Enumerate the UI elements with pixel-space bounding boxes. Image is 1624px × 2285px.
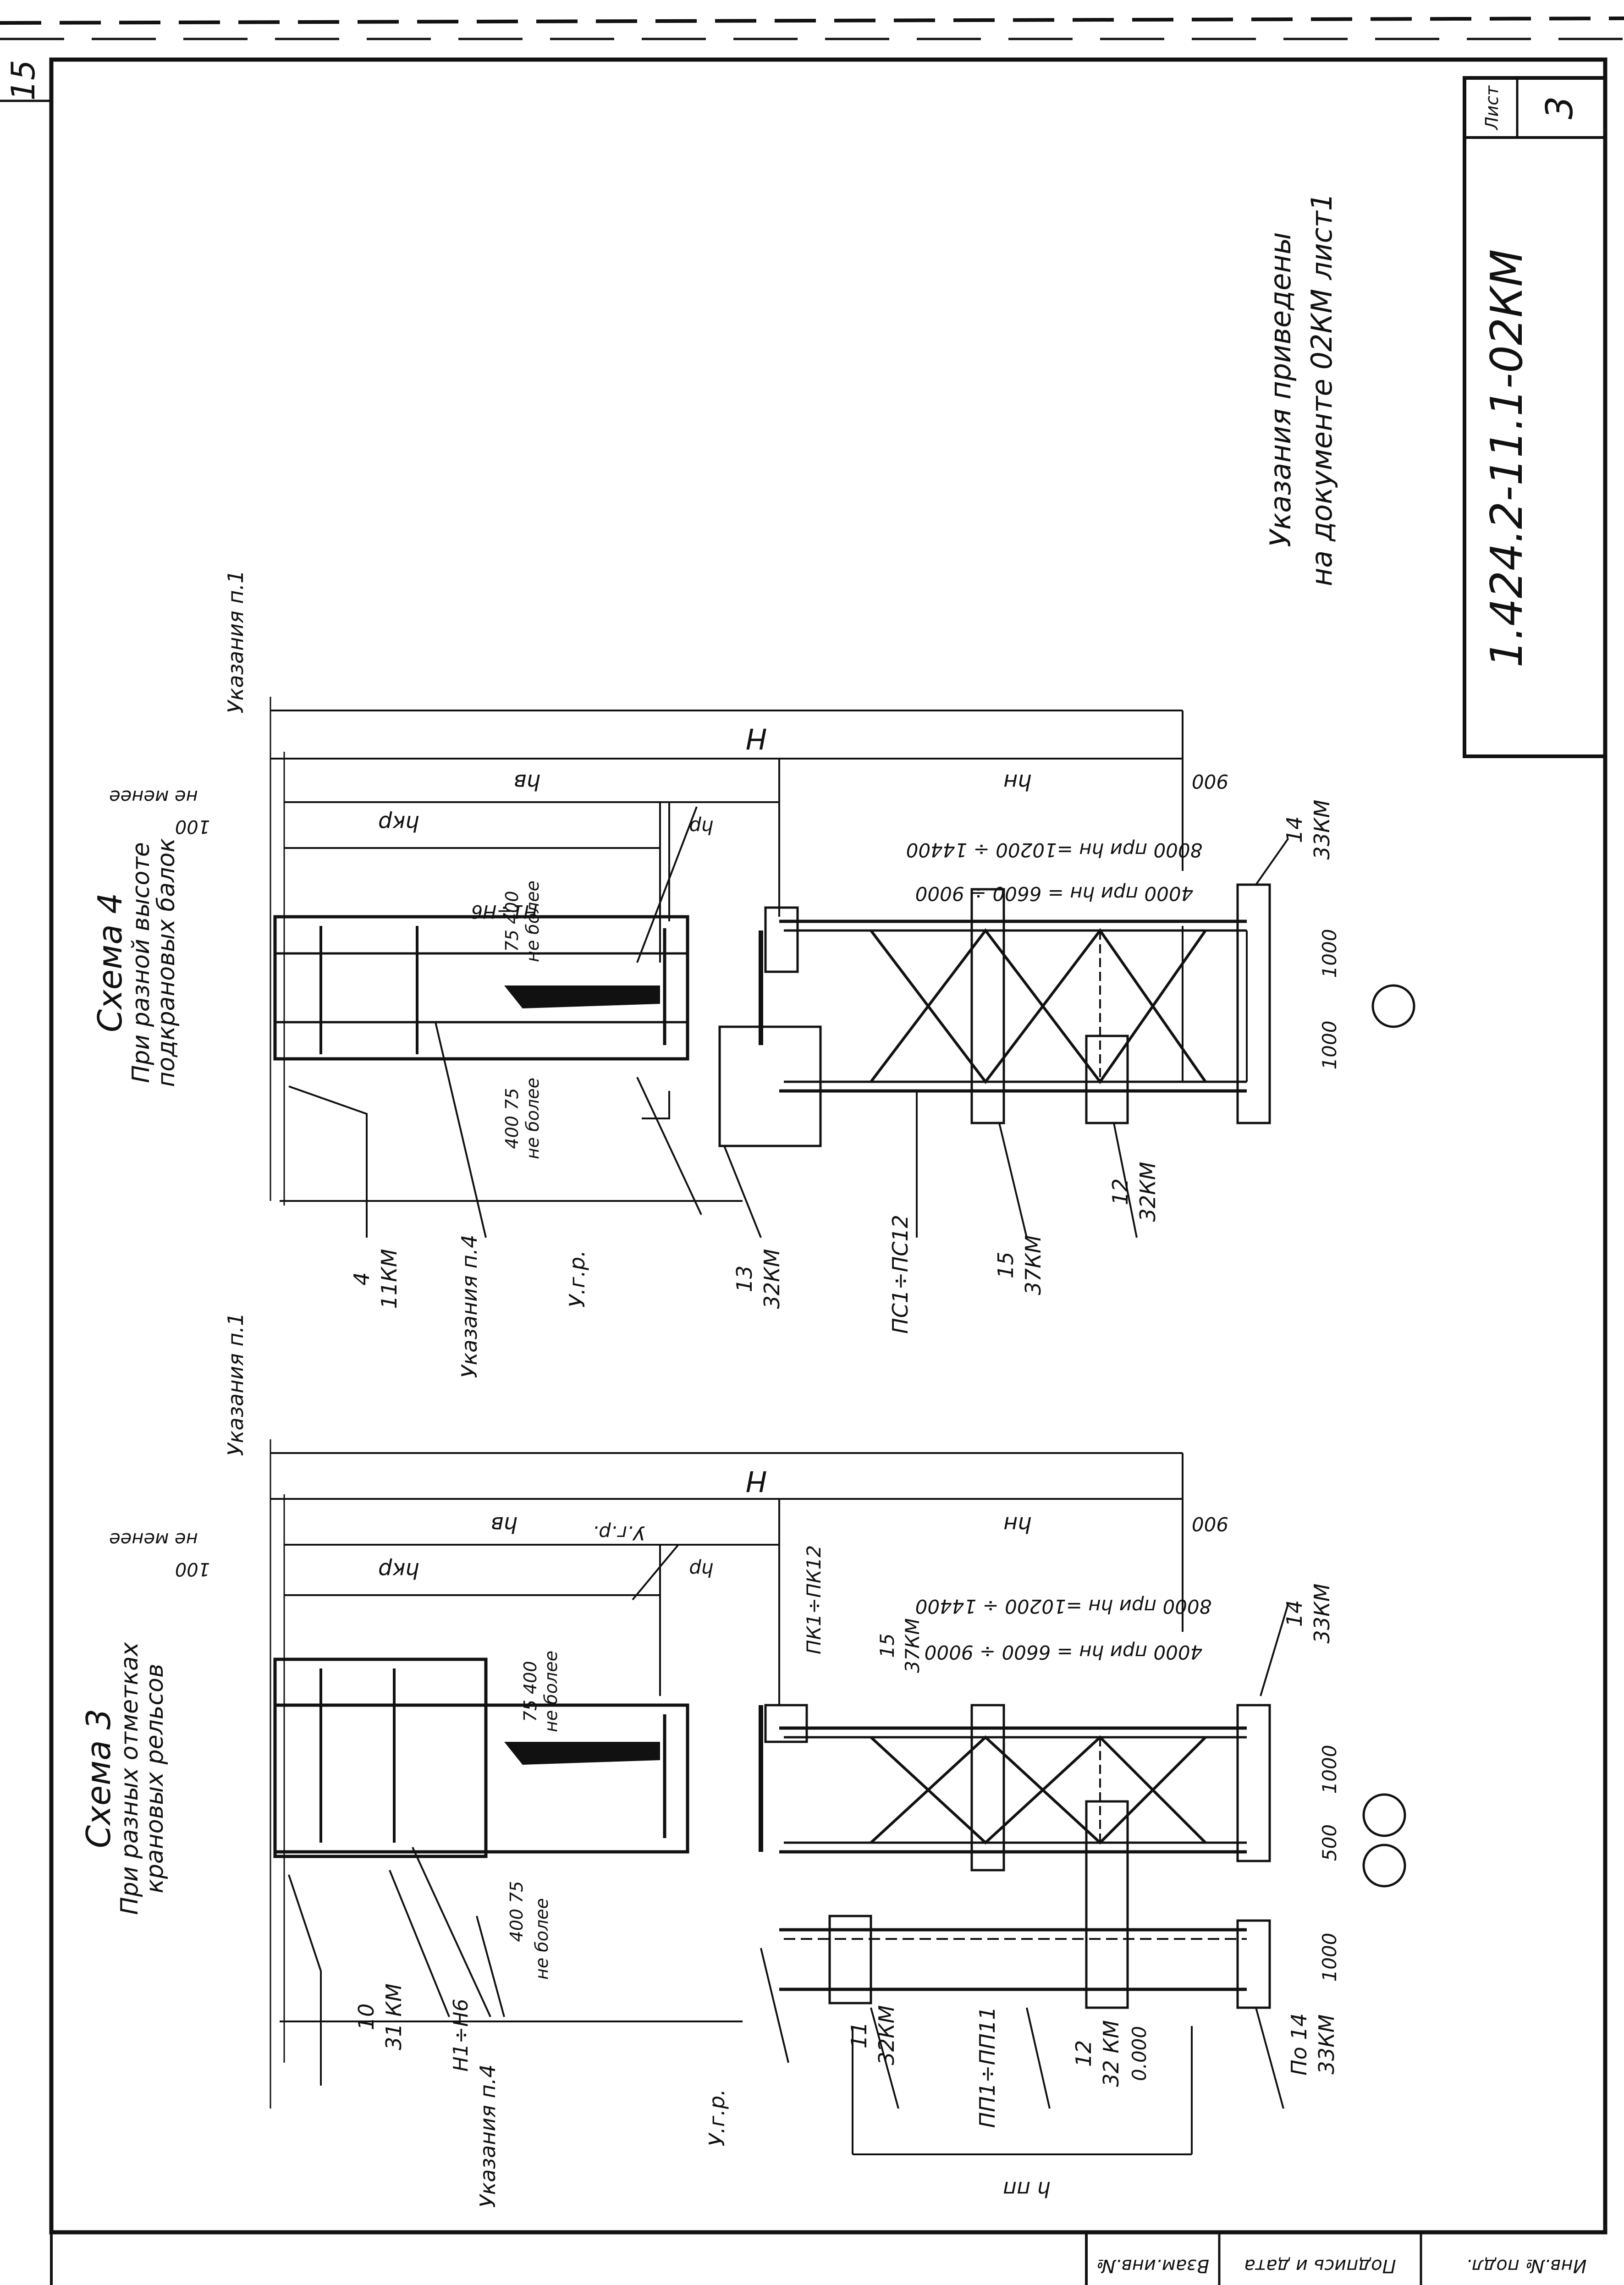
scheme4-pc: ПС1÷ПС12 — [888, 1215, 913, 1334]
scheme3-ugr-top: У.г.р. — [593, 1522, 645, 1544]
scheme4-d400-75: 400 75 — [502, 1088, 522, 1149]
scheme3-call12-num: 12 — [1071, 2040, 1096, 2067]
scheme4-d1000a: 1000 — [1318, 1021, 1341, 1070]
scheme4-h-r: hр — [689, 816, 713, 838]
scheme3-zero: 0.000 — [1128, 2026, 1151, 2081]
sheet-frame — [0, 17, 1624, 2285]
scheme3-callPo14-num: По 14 — [1287, 2013, 1311, 2076]
scheme3-call10-num: 10 — [354, 2004, 379, 2031]
scheme3-call10-sheet: 31 КМ — [381, 1983, 406, 2050]
scheme3-d900: 900 — [1192, 1513, 1228, 1535]
scheme4-ne-menee: не менее — [109, 786, 198, 807]
scheme4-subtitle-line1: При разной высоте — [127, 842, 155, 1083]
scheme3-subtitle-line1: При разных отметках — [116, 1641, 143, 1915]
scheme4-call13-sheet: 32КМ — [760, 1249, 784, 1309]
scheme3-pk: ПК1÷ПК12 — [803, 1545, 825, 1654]
general-note-line1: Указания приведены — [1264, 232, 1297, 547]
scheme4-d1000b: 1000 — [1318, 929, 1341, 978]
document-code: 1.424.2-11.1-02КМ — [1482, 249, 1532, 668]
scheme3-d500: 500 — [1318, 1824, 1341, 1861]
scheme3-d1000a: 1000 — [1318, 1933, 1341, 1982]
scheme4-ne-bolee: не более — [523, 881, 543, 962]
scheme4-size2: 8000 при hн =10200 ÷ 14400 — [906, 839, 1203, 861]
scheme3-h-n: hн — [1003, 1512, 1032, 1537]
scheme3-d1000b: 1000 — [1318, 1745, 1341, 1794]
sheet-label: Лист — [1482, 85, 1502, 131]
scheme4-call12-sheet: 32КМ — [1135, 1162, 1160, 1222]
scheme3-call15-num: 15 — [876, 1633, 898, 1657]
stamp-inv-podl: Инв.№ подл. — [1466, 2255, 1586, 2276]
scheme3-call11-num: 11 — [847, 2022, 871, 2049]
scheme4-call14-num: 14 — [1282, 816, 1307, 843]
scheme4-h-kr: hкр — [378, 810, 419, 836]
scheme4-d75-400: 75 400 — [502, 891, 522, 952]
scheme3-d400-75: 400 75 — [506, 1881, 527, 1942]
scheme4-ne-bolee-b: не более — [523, 1078, 543, 1159]
scheme3-pp: ПП1÷ПП11 — [975, 2007, 1000, 2128]
scheme4-call4-num: 4 — [349, 1272, 374, 1285]
scheme4-drawing — [270, 697, 1415, 1238]
scheme3-d100: 100 — [175, 1558, 210, 1580]
scheme3-size2: 8000 при hн =10200 ÷ 14400 — [915, 1595, 1212, 1618]
scheme3-call11-sheet: 32КМ — [874, 2005, 899, 2065]
scheme4-call14-sheet: 33КМ — [1310, 800, 1334, 860]
scheme4-d900: 900 — [1192, 770, 1228, 793]
scheme4-ukaz1: Указания п.1 — [223, 570, 248, 714]
sheet-number: 3 — [1538, 96, 1581, 120]
page-number: 15 — [5, 60, 42, 100]
scheme3-call14-sheet: 33КМ — [1310, 1584, 1334, 1644]
scheme3-h-kr: hкр — [378, 1558, 419, 1583]
scheme3-call12-sheet: 32 КМ — [1099, 2020, 1123, 2087]
scheme3-call15-sheet: 37КМ — [901, 1618, 924, 1673]
scheme4-ugr: У.г.р. — [565, 1250, 589, 1307]
scheme4-call15-sheet: 37КМ — [1021, 1235, 1046, 1295]
scheme3-d75-400: 75 400 — [520, 1661, 540, 1722]
scheme4-ukaz4: Указания п.4 — [457, 1235, 482, 1378]
scheme3-ne-menee: не менее — [109, 1529, 198, 1550]
scheme3-size1: 4000 при hн = 6600 ÷ 9000 — [925, 1641, 1203, 1663]
scheme4-h-n: hн — [1003, 769, 1032, 795]
scheme3-ukaz1: Указания п.1 — [223, 1313, 248, 1456]
scheme3-callPo14-sheet: 33КМ — [1314, 2015, 1339, 2075]
stamp-podpis-data: Подпись и дата — [1244, 2255, 1396, 2276]
general-note-line2: на документе 02КМ лист1 — [1305, 193, 1338, 586]
scheme4-h1h6: Н1÷Н6 — [471, 901, 538, 922]
scheme4-h-v: hв — [514, 769, 541, 795]
scheme3-h1h6: Н1÷Н6 — [449, 1999, 473, 2071]
scheme4-subtitle-line2: подкрановых балок — [153, 838, 180, 1087]
scheme3-ne-bolee: не более — [541, 1651, 561, 1732]
scheme3-h-v: hв — [491, 1512, 518, 1537]
scheme3-drawing — [270, 1439, 1406, 2155]
scheme3-title: Схема 3 — [79, 1709, 118, 1848]
scheme4-call13-num: 13 — [732, 1266, 757, 1293]
scheme4-call15-num: 15 — [993, 1252, 1018, 1279]
stamp-vzam-inv: Взам.инв.№ — [1096, 2255, 1209, 2276]
scheme4-call12-num: 12 — [1108, 1178, 1133, 1206]
scheme3-subtitle-line2: крановых рельсов — [141, 1663, 169, 1893]
scheme3-h-r: hр — [689, 1558, 713, 1581]
scheme4-title: Схема 4 — [91, 893, 129, 1032]
scheme3-ugr-bot: У.г.р. — [705, 2089, 729, 2146]
scheme4-d100: 100 — [175, 816, 210, 837]
scheme3-call14-num: 14 — [1282, 1600, 1307, 1627]
scheme3-h-pp: h пп — [1003, 2177, 1051, 2202]
scheme4-H: H — [746, 722, 767, 755]
scheme4-call4-sheet: 11КМ — [377, 1249, 402, 1309]
scheme3-ne-bolee-b: не более — [532, 1898, 552, 1980]
scheme3-ukaz4: Указания п.4 — [475, 2065, 500, 2208]
scheme4-size1: 4000 при hн = 6600 ÷ 9000 — [915, 882, 1194, 905]
scheme3-H: H — [746, 1465, 767, 1498]
